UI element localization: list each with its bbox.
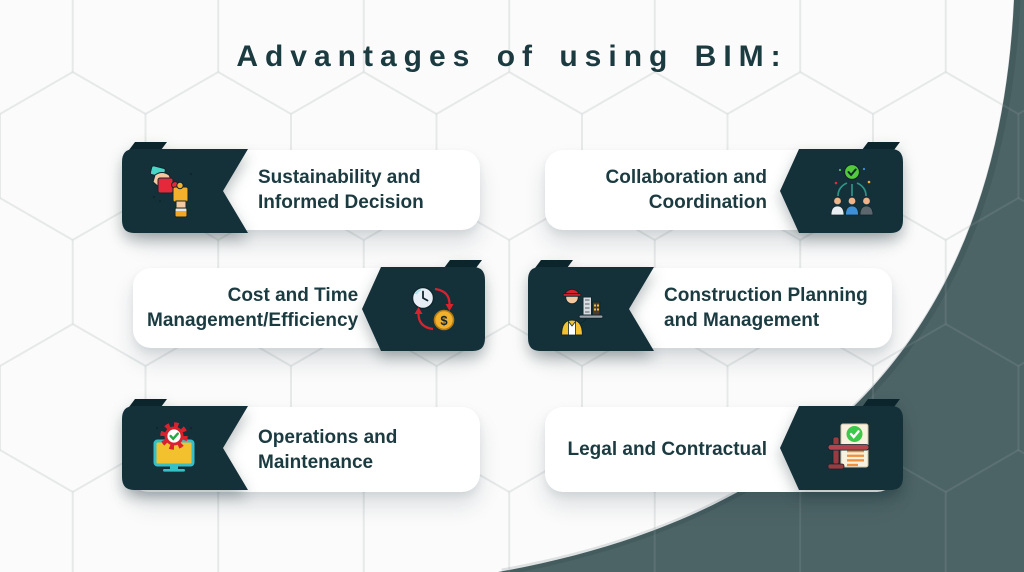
card-operations: Operations and Maintenance — [122, 399, 480, 492]
corner-wave-shadow — [501, 0, 1021, 572]
page-title: Advantages of using BIM: — [236, 40, 788, 73]
banner-fold — [862, 399, 900, 407]
card-title-line2: Maintenance — [258, 451, 374, 473]
card-title: Legal and Contractual — [545, 437, 895, 462]
icon-banner — [780, 399, 903, 490]
card-cost-time: $ Cost and Time Management/Efficiency — [133, 260, 485, 351]
banner-fold — [129, 399, 167, 407]
card-title: Collaboration and Coordination — [545, 165, 895, 215]
card-title-line1: Legal and Contractual — [567, 439, 767, 460]
puzzle-hands-icon — [149, 165, 193, 218]
card-title-line1: Collaboration and — [605, 167, 768, 188]
card-title-line2: Coordination — [648, 192, 767, 213]
banner-shape — [780, 149, 903, 233]
card-legal: Legal and Contractual — [545, 399, 903, 492]
card-title: Sustainability and Informed Decision — [130, 165, 480, 215]
card-collaboration: Collaboration and Coordination — [545, 142, 903, 233]
card-title-line2: and Management — [664, 310, 820, 331]
card-title-line1: Sustainability and — [258, 167, 421, 188]
team-check-icon — [830, 163, 874, 216]
card-title-line1: Cost and Time — [227, 285, 359, 306]
dollar-sign: $ — [440, 313, 448, 328]
monitor-gear-icon — [153, 422, 195, 472]
construction-worker-icon — [560, 288, 604, 336]
card-title-line2: Management/Efficiency — [147, 310, 359, 331]
icon-banner — [528, 260, 654, 351]
banner-fold — [444, 260, 482, 268]
banner-fold — [535, 260, 573, 268]
gavel-document-icon — [827, 423, 870, 470]
card-title-line1: Operations and — [258, 426, 398, 448]
banner-fold — [862, 142, 900, 150]
card-construction: Construction Planning and Management — [528, 260, 892, 351]
card-title-line1: Construction Planning — [664, 285, 868, 306]
icon-banner: $ — [362, 260, 485, 351]
card-title: Operations and Maintenance — [130, 425, 480, 475]
icon-banner — [780, 142, 903, 233]
card-sustainability: Sustainability and Informed Decision — [122, 142, 480, 233]
icon-banner — [122, 142, 248, 233]
card-title: Cost and Time Management/Efficiency — [133, 283, 486, 333]
card-title-line2: Informed Decision — [258, 192, 424, 213]
icon-banner — [122, 399, 248, 490]
time-money-exchange-icon: $ — [411, 286, 455, 331]
card-title: Construction Planning and Management — [536, 283, 892, 333]
banner-fold — [129, 142, 167, 150]
